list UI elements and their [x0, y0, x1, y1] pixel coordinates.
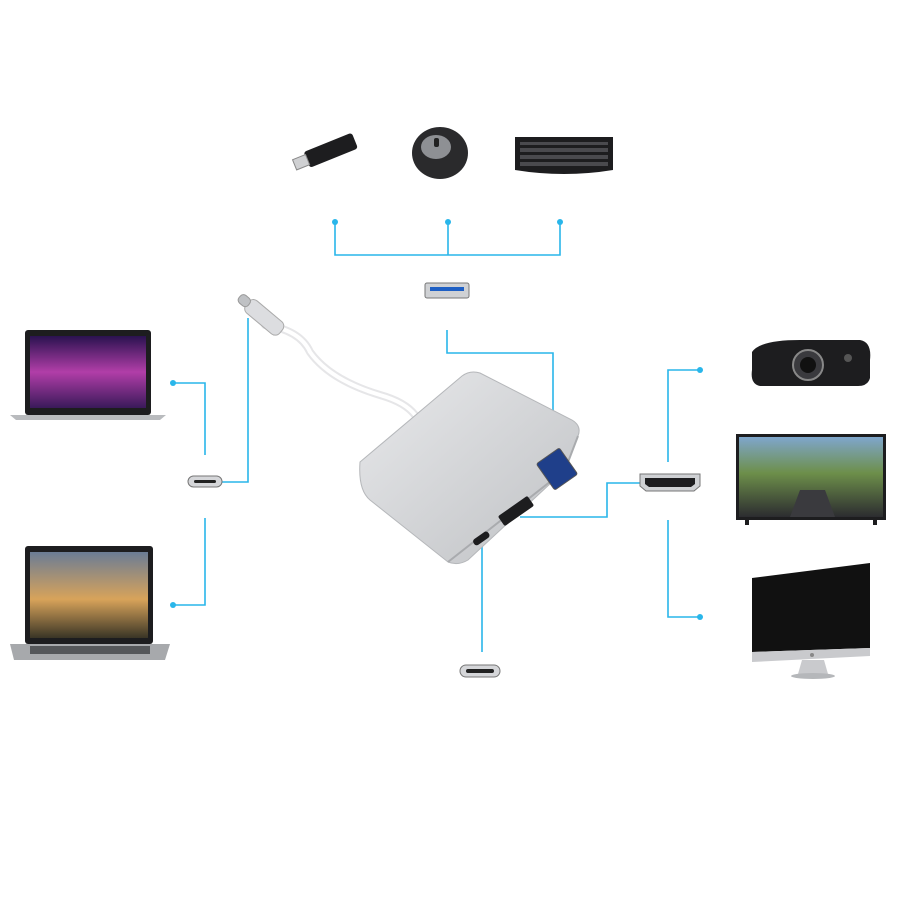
monitor-icon	[752, 563, 870, 679]
usb-c-port-icon	[187, 475, 223, 488]
usb-flash-drive-icon	[291, 133, 358, 171]
left-laptops-line	[173, 382, 206, 606]
usb-c-adapter	[237, 294, 580, 565]
mouse-icon	[412, 127, 468, 179]
laptop-icon	[10, 330, 166, 420]
right-displays-line	[667, 369, 700, 618]
usb-c-port-icon	[459, 664, 501, 678]
hdmi-link-line	[520, 482, 640, 518]
adapter-cable	[261, 321, 419, 419]
connector-dots	[170, 219, 703, 620]
projector-icon	[751, 340, 871, 386]
usb-c-input-line	[222, 318, 249, 483]
top-bus-line	[334, 222, 561, 256]
usb-a-port-icon	[424, 282, 470, 299]
laptop-icon	[10, 546, 170, 660]
adapter-usb-a-port	[536, 448, 578, 490]
tv-icon	[736, 434, 886, 525]
hdmi-port-icon	[639, 473, 701, 492]
connector-lines	[173, 222, 700, 652]
adapter-hdmi-port	[498, 496, 534, 526]
usb-c-plug	[237, 294, 285, 336]
adapter-usb-c-port	[473, 531, 490, 546]
keyboard-icon	[515, 137, 613, 174]
usb-a-link-line	[446, 330, 554, 458]
